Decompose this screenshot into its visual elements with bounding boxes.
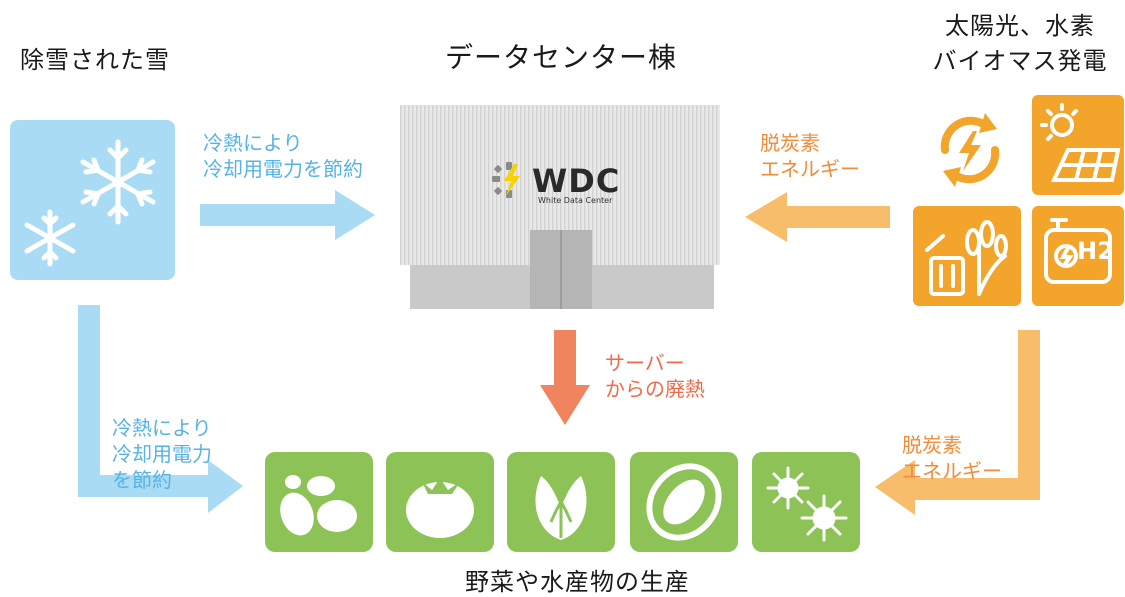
lettuce-tile [507, 452, 615, 552]
potato-icon [280, 475, 357, 536]
energy-title: 太陽光、水素 バイオマス発電 [920, 6, 1120, 76]
decarb-bottom-label-line2: エネルギー [902, 459, 1002, 483]
decarb-arrow-bottom [875, 330, 1045, 530]
cold-arrow-top [200, 190, 380, 240]
cold-top-label-line1: 冷熱により [203, 131, 303, 155]
cold-left-label: 冷熱により 冷却用電力 を節約 [112, 415, 212, 493]
decarb-top-label: 脱炭素 エネルギー [760, 130, 860, 182]
biomass-icon [925, 220, 1008, 296]
tomato-icon [406, 478, 474, 538]
datacenter-building [400, 105, 720, 310]
wdc-logo-text: WDC [532, 162, 621, 200]
potato-tile [265, 452, 373, 552]
solar-tile [1032, 95, 1124, 195]
decarb-arrow-top [745, 192, 890, 242]
snowflake-icon [24, 139, 156, 267]
cold-top-label: 冷熱により 冷却用電力を節約 [203, 130, 363, 182]
datacenter-title: データセンター棟 [445, 41, 678, 74]
cold-left-label-line3: を節約 [112, 468, 172, 492]
solar-panel-icon [1040, 103, 1121, 182]
lettuce-icon [535, 476, 587, 540]
decarb-top-label-line1: 脱炭素 [760, 131, 820, 155]
renewable-cycle-icon [940, 113, 1000, 187]
waste-heat-label-line2: からの廃熱 [605, 377, 705, 401]
waste-heat-label-line1: サーバー [605, 351, 685, 375]
shellfish-tile [630, 452, 738, 552]
renewable-tile [915, 95, 1025, 200]
hydrogen-generator-icon [1044, 218, 1112, 284]
wdc-subtitle: White Data Center [538, 196, 613, 205]
waste-heat-arrow [540, 330, 590, 425]
cold-arrow-left [78, 305, 248, 530]
sea-urchin-icon [766, 466, 848, 542]
cold-left-label-line1: 冷熱により [112, 416, 212, 440]
wdc-logo-icon [492, 162, 526, 198]
snow-title: 除雪された雪 [20, 46, 170, 74]
decarb-top-label-line2: エネルギー [760, 157, 860, 181]
sea-urchin-tile [752, 452, 860, 552]
produce-title: 野菜や水産物の生産 [465, 568, 690, 596]
biomass-tile [913, 206, 1021, 306]
shellfish-icon [646, 463, 722, 541]
tomato-tile [386, 452, 494, 552]
hydrogen-label: H2 [1077, 237, 1114, 265]
energy-title-line1: 太陽光、水素 [945, 12, 1095, 40]
decarb-bottom-label: 脱炭素 エネルギー [902, 432, 1002, 484]
hydrogen-tile [1032, 206, 1124, 306]
snow-box [10, 120, 175, 280]
cold-top-label-line2: 冷却用電力を節約 [203, 157, 363, 181]
decarb-bottom-label-line1: 脱炭素 [902, 433, 962, 457]
cold-left-label-line2: 冷却用電力 [112, 442, 212, 466]
waste-heat-label: サーバー からの廃熱 [605, 350, 705, 402]
energy-title-line2: バイオマス発電 [932, 47, 1108, 75]
